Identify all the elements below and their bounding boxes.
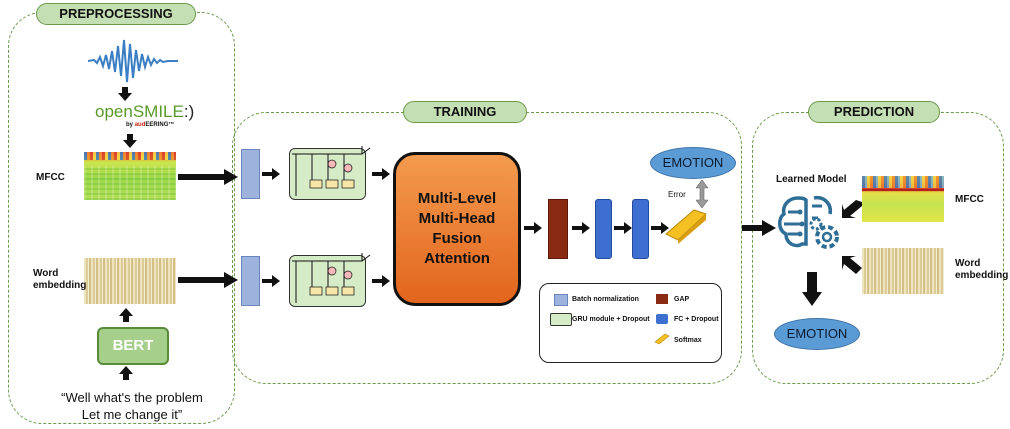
prediction-mfcc-label: MFCC bbox=[955, 194, 984, 205]
legend-swatch-gap bbox=[656, 294, 668, 304]
batch-norm-block-bottom bbox=[241, 256, 260, 306]
brain-gear-icon bbox=[778, 195, 839, 249]
legend-batch-norm: Batch normalization bbox=[572, 296, 639, 303]
legend-gap: GAP bbox=[674, 296, 690, 303]
opensmile-suffix: :) bbox=[183, 102, 195, 121]
fusion-attention-block: Multi-Level Multi-Head Fusion Attention bbox=[393, 152, 521, 306]
arrow-bert-to-embedding bbox=[119, 308, 133, 322]
audeering-prefix: aud bbox=[134, 122, 146, 128]
legend-fc: FC + Dropout bbox=[674, 316, 719, 323]
legend-softmax: Softmax bbox=[674, 337, 702, 344]
gru-cell-diagram-top bbox=[292, 146, 371, 196]
prediction-word-embedding-image bbox=[862, 248, 944, 294]
quote-line-1: “Well what's the problem bbox=[61, 390, 203, 405]
opensmile-logo: openSMILE:) bbox=[95, 103, 194, 121]
mfcc-label: MFCC bbox=[36, 172, 65, 183]
legend-swatch-softmax bbox=[654, 333, 670, 345]
fc-dropout-block-2 bbox=[632, 199, 649, 259]
mfcc-spectrogram bbox=[84, 152, 176, 200]
audeering-logo: by audEERING™ bbox=[126, 122, 174, 129]
arrow-bn-to-gru-bottom bbox=[262, 275, 280, 287]
word-embedding-text: Word embedding bbox=[33, 268, 87, 291]
prediction-mfcc-spectrogram bbox=[862, 176, 944, 222]
batch-norm-block-top bbox=[241, 149, 260, 199]
arrow-training-to-prediction bbox=[742, 220, 776, 236]
input-quote: “Well what's the problem Let me change i… bbox=[32, 389, 232, 423]
preprocessing-title: PREPROCESSING bbox=[36, 3, 196, 25]
bert-box: BERT bbox=[97, 327, 169, 365]
fusion-line-4: Attention bbox=[424, 250, 490, 267]
legend-swatch-fc bbox=[656, 314, 668, 324]
arrow-fc2-to-softmax bbox=[651, 222, 669, 234]
legend-swatch-gru bbox=[550, 313, 572, 326]
opensmile-name: openSMILE bbox=[95, 102, 184, 121]
arrow-gap-to-fc1 bbox=[572, 222, 590, 234]
arrow-mfcc-to-model bbox=[842, 200, 862, 218]
audeering-by: by bbox=[126, 122, 134, 128]
arrow-opensmile-to-mfcc bbox=[123, 134, 137, 148]
arrow-wave-to-opensmile bbox=[118, 87, 132, 101]
fusion-line-3: Fusion bbox=[432, 230, 482, 247]
fusion-line-2: Multi-Head bbox=[418, 210, 496, 227]
legend: Batch normalization GRU module + Dropout… bbox=[539, 283, 722, 363]
audio-waveform-icon bbox=[88, 39, 178, 83]
legend-swatch-batch-norm bbox=[554, 294, 568, 306]
emotion-output-training: EMOTION bbox=[650, 147, 736, 179]
fc-dropout-block-1 bbox=[595, 199, 612, 259]
legend-gru: GRU module + Dropout bbox=[572, 316, 650, 323]
arrow-gru-to-fusion-bottom bbox=[372, 275, 390, 287]
gap-block bbox=[548, 199, 568, 259]
learned-model-label: Learned Model bbox=[776, 174, 847, 185]
prediction-word-embedding-text: Word embedding bbox=[955, 258, 1009, 281]
quote-line-2: Let me change it” bbox=[81, 407, 183, 422]
arrow-bn-to-gru-top bbox=[262, 168, 280, 180]
arrow-gru-to-fusion-top bbox=[372, 168, 390, 180]
arrow-fusion-to-gap bbox=[524, 222, 542, 234]
word-embedding-label: Word embedding bbox=[33, 268, 87, 292]
arrow-mfcc-to-training bbox=[178, 169, 238, 185]
error-double-arrow-icon bbox=[696, 180, 708, 208]
arrow-embedding-to-model bbox=[842, 256, 862, 274]
prediction-title: PREDICTION bbox=[808, 101, 940, 123]
arrow-model-to-emotion bbox=[802, 272, 822, 306]
fusion-line-1: Multi-Level bbox=[417, 190, 497, 207]
softmax-block bbox=[665, 209, 707, 244]
word-embedding-image bbox=[84, 258, 176, 304]
training-title: TRAINING bbox=[403, 101, 527, 123]
error-label: Error bbox=[668, 190, 686, 199]
arrow-fc1-to-fc2 bbox=[614, 222, 632, 234]
emotion-output-prediction: EMOTION bbox=[774, 318, 860, 350]
gru-cell-diagram-bottom bbox=[292, 253, 371, 303]
arrow-quote-to-bert bbox=[119, 366, 133, 380]
audeering-suffix: EERING™ bbox=[145, 122, 175, 128]
prediction-word-embedding-label: Word embedding bbox=[955, 258, 1009, 282]
arrow-embedding-to-training bbox=[178, 272, 238, 288]
